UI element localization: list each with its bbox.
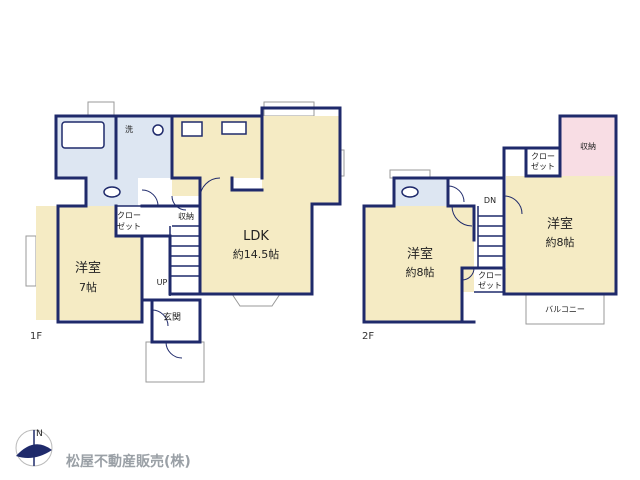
compass: N <box>15 429 53 467</box>
bay-window <box>231 293 281 307</box>
storage-label-2f: 収納 <box>580 141 596 151</box>
storage-label-1f: 収納 <box>178 211 194 221</box>
balcony-label: バルコニー <box>545 305 585 314</box>
floor-1: 洋室 7帖 LDK 約14.5帖 クロー ゼット 収納 玄関 洗 UP 1F <box>25 101 345 383</box>
company-name: 松屋不動産販売(株) <box>66 453 191 470</box>
stairs-down-label: DN <box>484 196 496 205</box>
doors-2f <box>447 185 523 281</box>
kitchen-corner <box>172 178 200 196</box>
closet-top-line1: クロー <box>531 152 555 161</box>
room-yoshitsu-2f-right <box>504 176 616 294</box>
room-yoshitsu-2f-left <box>364 206 474 322</box>
room-area-ldk: 約14.5帖 <box>233 247 280 261</box>
room-name-ldk: LDK <box>243 229 269 244</box>
room-ldk <box>172 116 340 294</box>
closet-label-1f-line1: クロー <box>117 211 141 220</box>
window-bath <box>87 101 115 117</box>
window-room-1f <box>25 235 37 287</box>
floor-label-1f: 1F <box>30 331 42 342</box>
room-name-yoshitsu-2f-left: 洋室 <box>407 246 433 262</box>
porch <box>145 341 205 383</box>
closet-label-1f-line2: ゼット <box>117 221 141 231</box>
room-area-yoshitsu-1f: 7帖 <box>79 281 97 294</box>
storage-2f <box>560 116 616 176</box>
closet-mid-line1: クロー <box>478 271 502 280</box>
interior-lines-1f <box>61 121 247 296</box>
washroom-area <box>116 116 172 178</box>
wash-label: 洗 <box>125 124 133 134</box>
interior-lines-2f <box>401 186 504 293</box>
balcony <box>525 293 605 325</box>
walls-2f <box>362 114 618 324</box>
closet-mid-line2: ゼット <box>478 280 502 290</box>
floor-label-2f: 2F <box>362 331 374 342</box>
compass-north-label: N <box>36 429 43 439</box>
room-area-yoshitsu-2f-left: 約8帖 <box>406 265 435 279</box>
stairs-up-label: UP <box>157 278 168 287</box>
closet-top-line2: ゼット <box>531 161 555 171</box>
room-name-yoshitsu-1f: 洋室 <box>75 260 101 276</box>
doors-1f <box>141 177 221 359</box>
room-name-yoshitsu-2f-right: 洋室 <box>547 216 573 232</box>
room-area-yoshitsu-2f-right: 約8帖 <box>546 235 575 249</box>
entrance-label: 玄関 <box>163 311 181 323</box>
floor-2: 洋室 約8帖 洋室 約8帖 クロー ゼット クロー ゼット 収納 バルコニー D… <box>362 114 618 342</box>
